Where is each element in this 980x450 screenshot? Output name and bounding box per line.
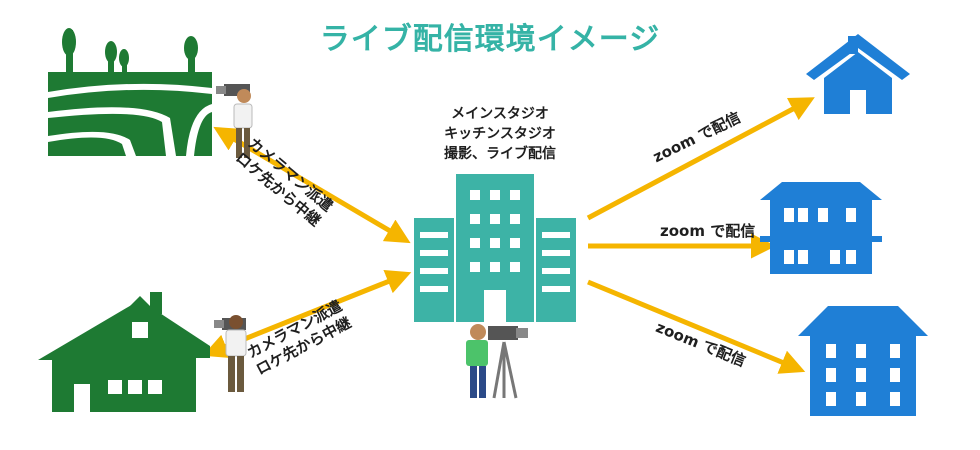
studio-label-line: 撮影、ライブ配信 <box>444 146 556 162</box>
arrow-zoom-top <box>586 97 815 221</box>
apartment-icon <box>760 182 882 274</box>
large-house-icon <box>798 306 928 416</box>
house-icon <box>806 34 910 114</box>
zoom-link-label-middle: zoom で配信 <box>660 222 756 240</box>
farm-field-icon <box>48 28 212 156</box>
cameraman-icon <box>214 315 247 392</box>
office-building-icon <box>414 174 576 322</box>
studio-label: メインスタジオ キッチンスタジオ 撮影、ライブ配信 <box>430 104 570 164</box>
cameraman-icon <box>216 84 253 158</box>
diagram-title: ライブ配信環境イメージ <box>319 22 661 57</box>
arrow-zoom-bottom <box>587 279 806 374</box>
studio-label-line: キッチンスタジオ <box>444 126 556 142</box>
cameraman-icon <box>466 324 528 399</box>
arrow-top-left <box>213 126 411 244</box>
country-house-icon <box>38 292 210 412</box>
studio-label-line: メインスタジオ <box>451 106 549 122</box>
